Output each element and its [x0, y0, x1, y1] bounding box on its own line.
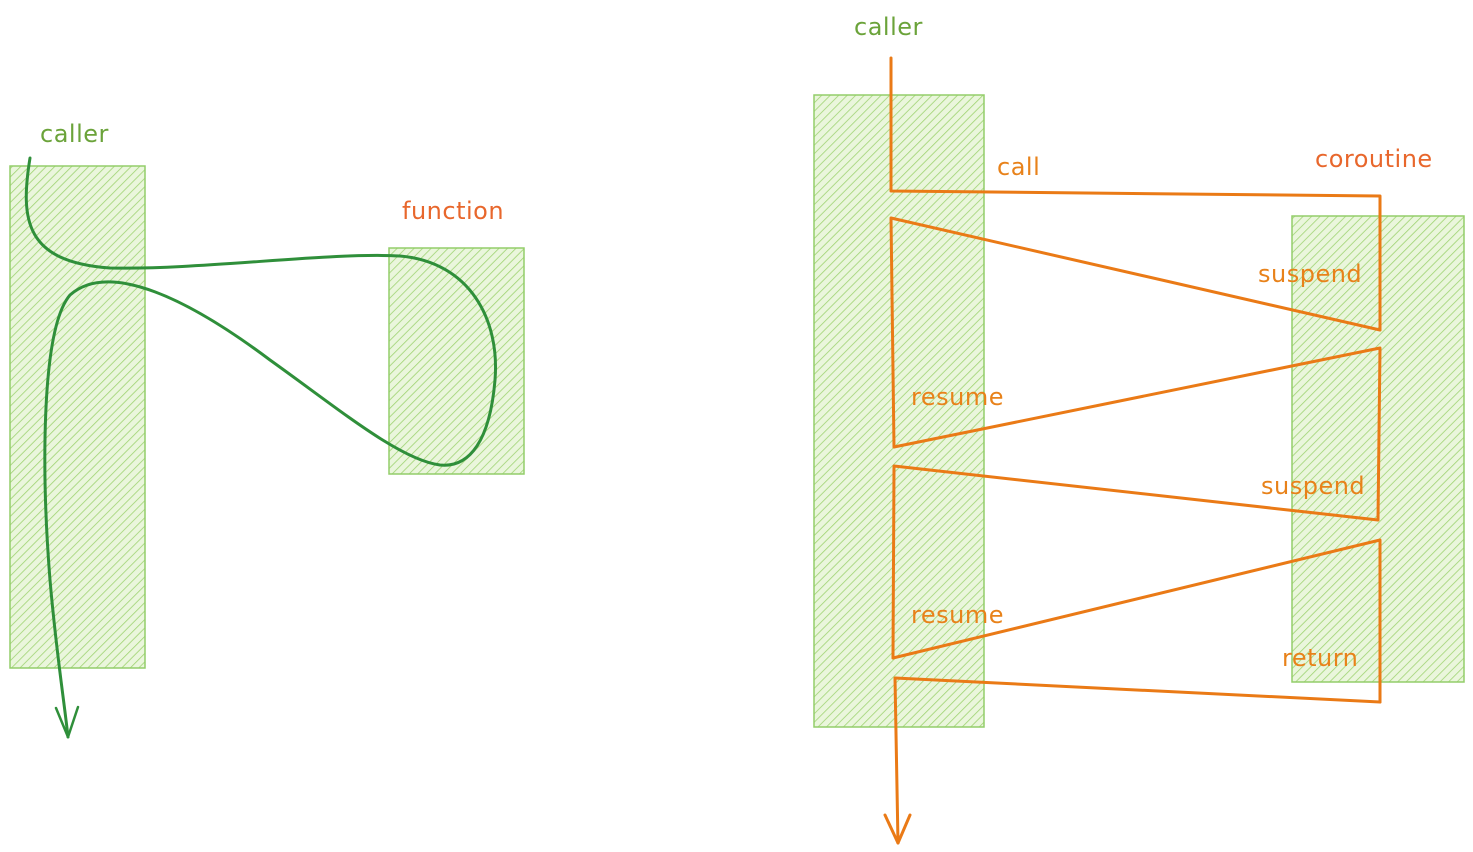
caller-label-right: caller: [854, 13, 923, 41]
function-label: function: [402, 197, 504, 225]
call-label: call: [997, 153, 1040, 181]
return-path: [893, 676, 1382, 845]
return-label: return: [1282, 644, 1358, 672]
function-box: [388, 247, 525, 475]
call-path: [24, 156, 498, 739]
resume-path-1: [892, 346, 1382, 522]
suspend-path-2: [891, 464, 1380, 660]
coroutine-diagram: caller call coroutine suspend resume sus…: [813, 13, 1465, 845]
call-path: [889, 56, 1382, 332]
suspend-label-2: suspend: [1261, 472, 1365, 500]
suspend-path-1: [889, 216, 1382, 449]
caller-box-right: [813, 94, 985, 728]
resume-path-2: [891, 538, 1382, 704]
suspend-label-1: suspend: [1258, 260, 1362, 288]
resume-label-2: resume: [911, 601, 1004, 629]
caller-label-left: caller: [40, 120, 109, 148]
return-arrowhead: [54, 705, 80, 739]
resume-label-1: resume: [911, 383, 1004, 411]
caller-box-left: [9, 165, 146, 669]
function-call-diagram: caller function: [9, 120, 525, 739]
coroutine-label: coroutine: [1315, 145, 1433, 173]
return-arrowhead: [883, 813, 912, 845]
